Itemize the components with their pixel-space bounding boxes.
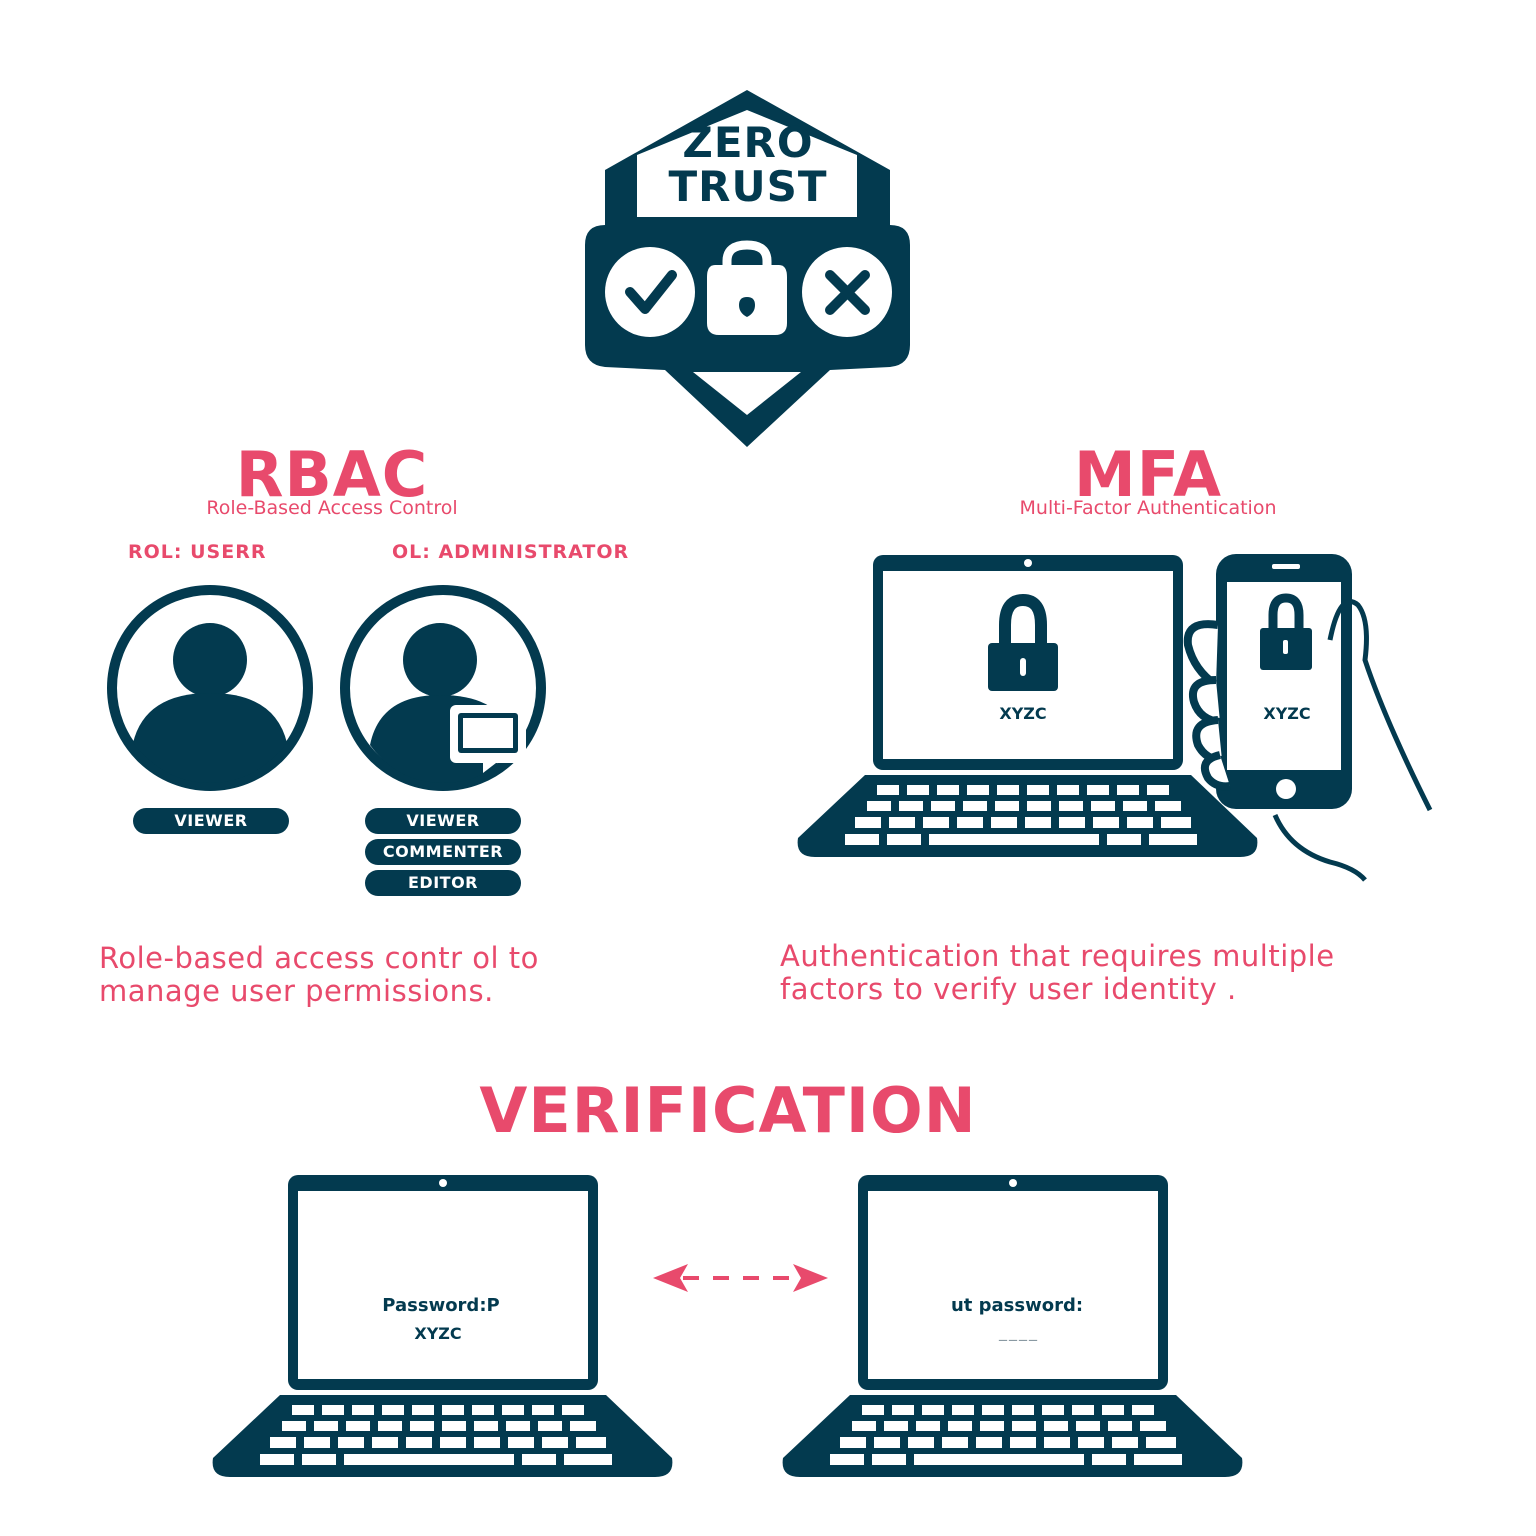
mfa-description-line-2: factors to verify user identity . (780, 972, 1237, 1006)
user-role-label: ROL: USERR (128, 541, 267, 563)
admin-permission-editor: EDITOR (365, 870, 521, 896)
verification-right-laptop-icon (782, 1175, 1243, 1477)
verification-left-laptop-icon (212, 1175, 673, 1477)
rbac-title: RBAC (235, 438, 429, 511)
mfa-title: MFA (1074, 438, 1222, 511)
mfa-description-line-1: Authentication that requires multiple (780, 939, 1335, 973)
admin-avatar-icon (340, 585, 546, 791)
right-laptop-password-input: ____ (999, 1322, 1039, 1341)
zero-trust-shield-icon (585, 90, 910, 447)
mfa-laptop-icon (797, 555, 1258, 857)
badge-line-2: TRUST (668, 162, 828, 211)
left-laptop-password-line: Password:P (382, 1295, 500, 1316)
rbac-subtitle: Role-Based Access Control (206, 497, 458, 519)
mfa-subtitle: Multi-Factor Authentication (1019, 497, 1277, 519)
user-permission-viewer: VIEWER (133, 808, 289, 834)
right-laptop-password-prompt: ut password: (950, 1295, 1084, 1316)
bidirectional-arrow-icon (653, 1264, 828, 1292)
badge-line-1: ZERO (682, 118, 814, 167)
user-avatar-icon (107, 585, 313, 791)
rbac-description-line-1: Role-based access contr ol to (99, 941, 539, 975)
mfa-phone-icon (1183, 554, 1433, 882)
mfa-phone-code: XYZC (1263, 704, 1311, 723)
admin-role-label: OL: ADMINISTRATOR (392, 541, 630, 563)
verification-title: VERIFICATION (479, 1074, 977, 1147)
left-laptop-code-line: XYZC (414, 1324, 462, 1343)
rbac-description-line-2: manage user permissions. (99, 974, 494, 1008)
admin-permission-commenter: COMMENTER (365, 839, 521, 865)
mfa-laptop-code: XYZC (999, 704, 1047, 723)
admin-permission-viewer: VIEWER (365, 808, 521, 834)
